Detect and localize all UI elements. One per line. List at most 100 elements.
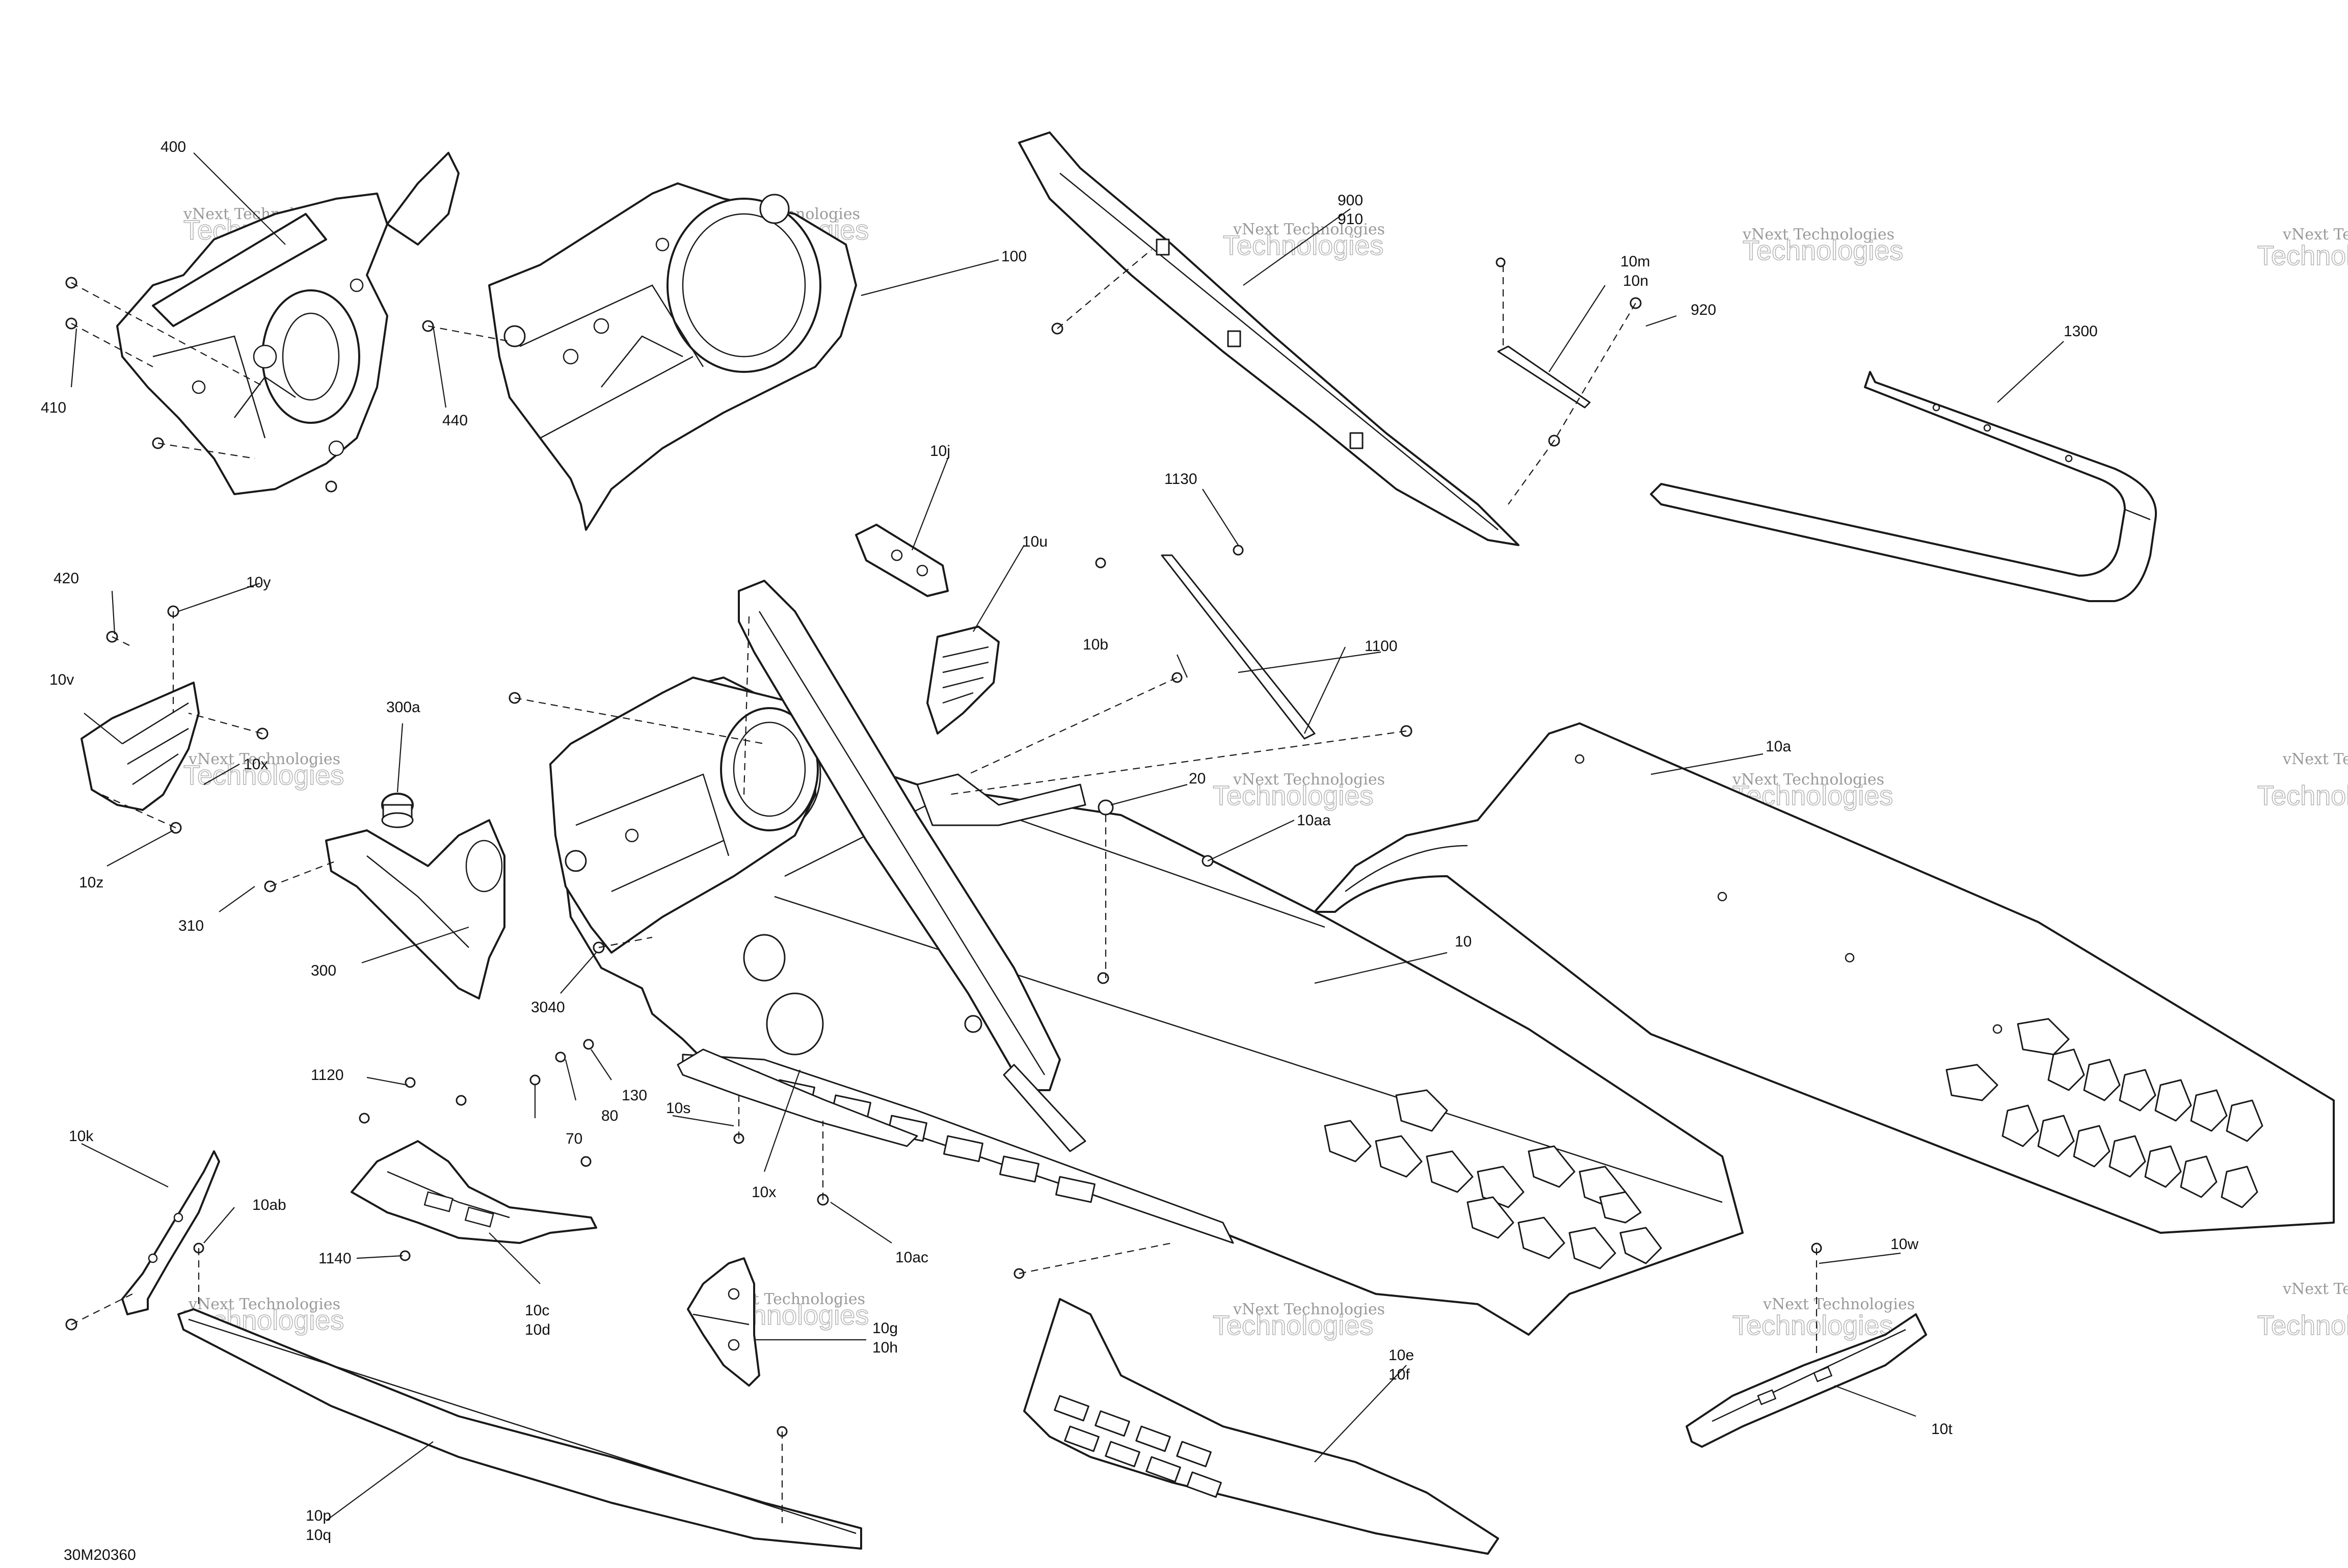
diagram-reference-code: 30M20360 xyxy=(64,1547,136,1563)
part-900-upper-rail xyxy=(1018,131,1519,546)
svg-text:Technologies: Technologies xyxy=(2257,240,2348,271)
tunnel-cutouts xyxy=(1324,1089,1662,1269)
svg-text:Technologies: Technologies xyxy=(1213,780,1373,811)
callout-910: 910 xyxy=(1338,211,1363,228)
callout-100: 100 xyxy=(1001,248,1027,265)
part-10u-mesh-vent xyxy=(926,626,1000,735)
callout-10d: 10d xyxy=(525,1321,550,1338)
callout-10: 10 xyxy=(1455,933,1472,950)
svg-text:vNext Technologies: vNext Technologies xyxy=(1763,1295,1915,1313)
svg-text:vNext Technologies: vNext Technologies xyxy=(1732,771,1884,789)
callout-10ab: 10ab xyxy=(252,1197,286,1213)
part-steering-column xyxy=(738,580,1086,1152)
callout-10aa: 10aa xyxy=(1297,812,1331,829)
callout-900: 900 xyxy=(1338,192,1363,209)
watermark: Technologies vNext Technologies xyxy=(1212,771,1385,812)
part-300a-grommet xyxy=(381,793,414,828)
callout-labels: 400 410 440 100 900 910 10m 10n 920 1300… xyxy=(41,139,2098,1544)
svg-text:Technologies: Technologies xyxy=(1732,1310,1893,1341)
part-10a-tunnel-plate xyxy=(1314,722,2335,1234)
callout-10k: 10k xyxy=(69,1128,94,1145)
part-400-front-bracket xyxy=(116,152,460,495)
svg-text:Technologies: Technologies xyxy=(2257,1310,2348,1341)
svg-text:vNext Technologies: vNext Technologies xyxy=(2282,750,2348,768)
callout-310: 310 xyxy=(178,917,204,934)
svg-text:Technologies: Technologies xyxy=(1213,1310,1373,1341)
svg-text:vNext Technologies: vNext Technologies xyxy=(1233,771,1385,789)
callout-80: 80 xyxy=(601,1107,618,1124)
svg-text:vNext Technologies: vNext Technologies xyxy=(1233,1301,1385,1318)
callout-10t: 10t xyxy=(1931,1421,1953,1438)
part-10v-side-vent xyxy=(81,682,200,811)
part-1100-strut xyxy=(1095,545,1316,740)
part-10g-mount-bracket xyxy=(687,1257,760,1387)
callout-400: 400 xyxy=(161,139,186,155)
callout-420: 420 xyxy=(54,570,79,587)
svg-text:vNext Technologies: vNext Technologies xyxy=(2282,226,2348,244)
callout-300a: 300a xyxy=(386,699,420,716)
callout-1120: 1120 xyxy=(311,1067,344,1084)
leader-lines xyxy=(70,152,2064,1521)
svg-text:Technologies: Technologies xyxy=(1223,230,1383,261)
part-10j-bracket xyxy=(855,524,949,597)
watermark: Technologies vNext Technologies xyxy=(2257,226,2348,272)
watermark: Technologies vNext Technologies xyxy=(2257,1280,2348,1341)
callout-300: 300 xyxy=(311,962,336,979)
callout-1100: 1100 xyxy=(1365,638,1398,655)
part-10t-rear-bracket xyxy=(1686,1313,1927,1448)
watermark: Technologies vNext Technologies xyxy=(1222,221,1385,261)
callout-10g: 10g xyxy=(872,1320,898,1337)
callout-10h: 10h xyxy=(872,1339,898,1356)
callout-10w: 10w xyxy=(1890,1236,1918,1253)
watermark: Technologies vNext Technologies xyxy=(2257,750,2348,812)
callout-70: 70 xyxy=(566,1130,582,1147)
part-10p-lower-rail xyxy=(177,1308,862,1550)
callout-10x-lower: 10x xyxy=(752,1184,776,1201)
callout-10b: 10b xyxy=(1083,636,1108,653)
svg-text:Technologies: Technologies xyxy=(2257,780,2348,811)
svg-text:vNext Technologies: vNext Technologies xyxy=(2282,1280,2348,1298)
callout-10v: 10v xyxy=(49,671,74,688)
svg-text:vNext Technologies: vNext Technologies xyxy=(188,750,340,768)
callout-20: 20 xyxy=(1189,770,1206,787)
callout-920: 920 xyxy=(1691,302,1716,318)
callout-10f: 10f xyxy=(1389,1366,1410,1383)
callout-3040: 3040 xyxy=(531,999,565,1016)
callout-10u: 10u xyxy=(1022,533,1048,550)
svg-text:Technologies: Technologies xyxy=(183,760,344,791)
svg-text:vNext Technologies: vNext Technologies xyxy=(188,1295,340,1313)
watermark: Technologies vNext Technologies xyxy=(1742,226,1904,266)
assembly-lines xyxy=(71,249,1818,1523)
part-lower-plate xyxy=(677,1048,918,1147)
callout-410: 410 xyxy=(41,399,66,416)
callout-10s: 10s xyxy=(666,1100,690,1117)
callout-1300: 1300 xyxy=(2064,323,2098,340)
callout-10q: 10q xyxy=(306,1527,331,1544)
watermark: Technologies vNext Technologies xyxy=(1732,771,1893,812)
callout-10j: 10j xyxy=(930,443,950,459)
watermark: Technologies vNext Technologies xyxy=(1732,1295,1915,1341)
part-10e-slotted-panel xyxy=(1023,1298,1499,1555)
part-1300-loop-rail xyxy=(1650,371,2157,602)
watermark: Technologies vNext Technologies xyxy=(183,750,344,791)
part-10m-small-bracket xyxy=(1496,257,1591,409)
callout-10y: 10y xyxy=(246,574,271,591)
callout-1130: 1130 xyxy=(1164,471,1197,488)
callout-130: 130 xyxy=(622,1087,647,1104)
part-10c-lower-bracket xyxy=(351,1140,597,1244)
callout-10z: 10z xyxy=(79,874,103,891)
part-300-support-bracket xyxy=(325,819,505,999)
svg-text:vNext Technologies: vNext Technologies xyxy=(1742,226,1895,244)
callout-10ac: 10ac xyxy=(895,1249,928,1266)
callout-10x-upper: 10x xyxy=(244,756,268,773)
callout-10m: 10m xyxy=(1620,253,1650,270)
part-100-front-frame xyxy=(488,182,857,531)
callout-10a: 10a xyxy=(1766,738,1791,755)
part-10k-side-strip xyxy=(121,1150,220,1315)
callout-10p: 10p xyxy=(306,1507,331,1524)
tunnel-plate-cutouts xyxy=(1945,1018,2263,1208)
callout-10e: 10e xyxy=(1389,1347,1414,1364)
watermark: Technologies vNext Technologies xyxy=(1212,1301,1385,1341)
